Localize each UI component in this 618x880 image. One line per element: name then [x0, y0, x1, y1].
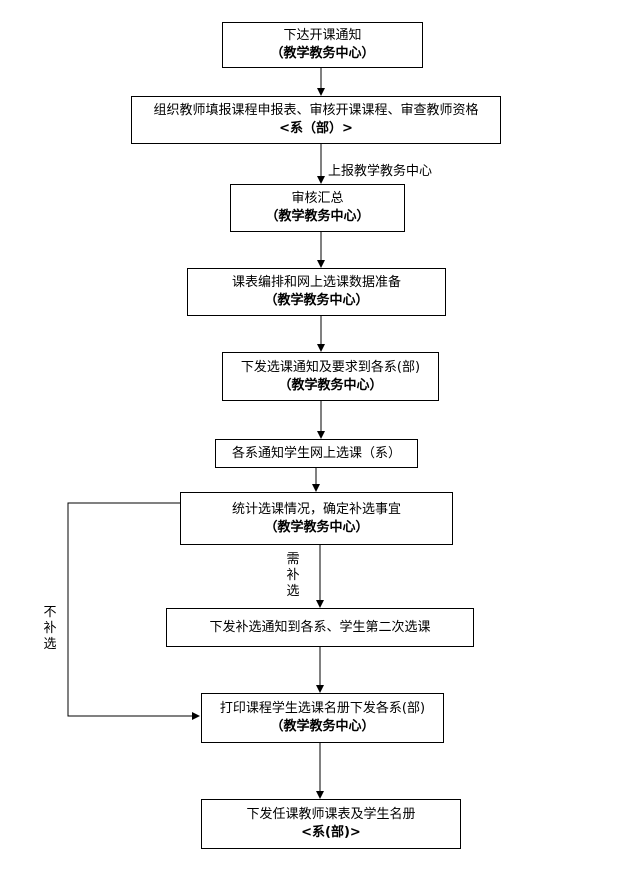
node-line2: （教学教务中心） [264, 293, 369, 308]
node-line1: 各系通知学生网上选课（系） [231, 445, 401, 461]
node-print-roster: 打印课程学生选课名册下发各系(部) （教学教务中心） [201, 693, 444, 743]
node-line1: 课表编排和网上选课数据准备 [231, 275, 401, 290]
node-line2: （教学教务中心） [278, 377, 383, 393]
node-line2: <系（部）> [279, 121, 353, 136]
edge-label-need: 需补选 [286, 552, 300, 599]
node-line1: 组织教师填报课程申报表、审核开课课程、审查教师资格 [153, 103, 479, 118]
node-organize-teachers: 组织教师填报课程申报表、审核开课课程、审查教师资格 <系（部）> [131, 96, 501, 144]
node-line2: （教学教务中心） [270, 46, 375, 61]
node-distribute-schedules: 下发任课教师课表及学生名册 <系(部)> [201, 799, 461, 849]
edge-label-no-need: 不补选 [43, 605, 57, 652]
node-line1: 统计选课情况，确定补选事宜 [231, 501, 401, 517]
node-schedule-prep: 课表编排和网上选课数据准备 （教学教务中心） [187, 268, 446, 316]
node-line1: 下达开课通知 [283, 28, 362, 43]
node-line1: 下发任课教师课表及学生名册 [246, 807, 416, 822]
node-line2: （教学教务中心） [270, 719, 375, 734]
node-dept-notify-students: 各系通知学生网上选课（系） [215, 439, 418, 468]
node-line1: 下发补选通知到各系、学生第二次选课 [209, 619, 431, 635]
node-line1: 下发选课通知及要求到各系(部) [240, 359, 421, 375]
node-review-summary: 审核汇总 （教学教务中心） [230, 184, 405, 232]
node-line1: 审核汇总 [291, 191, 344, 206]
node-line2: （教学教务中心） [265, 209, 370, 224]
node-line2: <系(部)> [301, 825, 361, 840]
edge-label-report: 上报教学教务中心 [328, 164, 433, 179]
node-line1: 打印课程学生选课名册下发各系(部) [219, 701, 426, 716]
arrow-no-need-loop [67, 502, 200, 720]
node-line2: （教学教务中心） [264, 519, 369, 535]
node-count-selection: 统计选课情况，确定补选事宜 （教学教务中心） [180, 492, 453, 545]
node-issue-course-notice: 下达开课通知 （教学教务中心） [222, 22, 423, 68]
node-send-selection-notice: 下发选课通知及要求到各系(部) （教学教务中心） [222, 352, 439, 401]
node-supplementary-notice: 下发补选通知到各系、学生第二次选课 [166, 608, 474, 647]
